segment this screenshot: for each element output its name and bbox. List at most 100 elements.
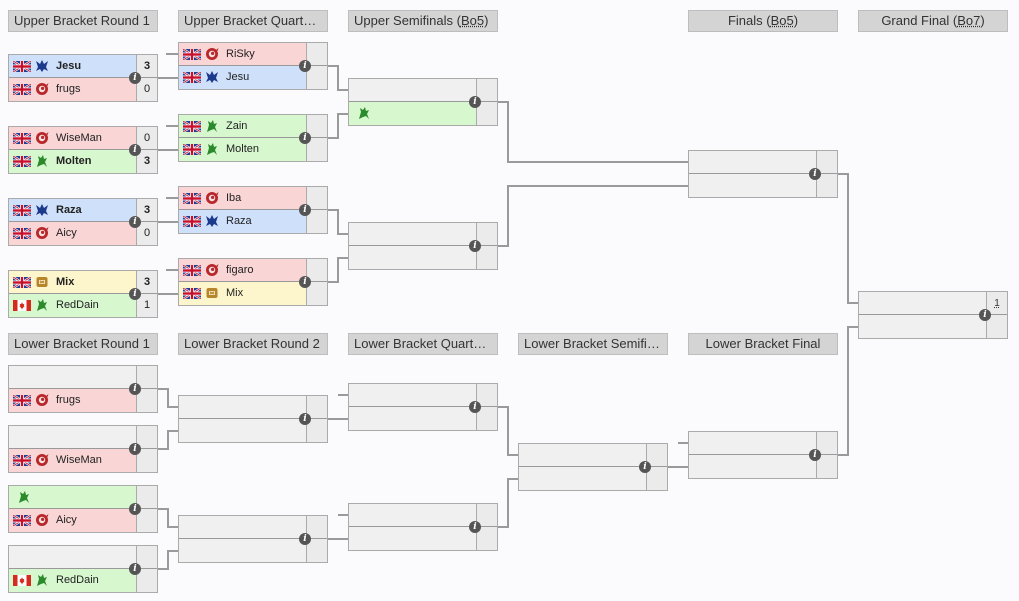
player-slot-empty[interactable] <box>519 444 646 467</box>
player-slot[interactable]: Jesu <box>9 55 136 78</box>
bracket-connector <box>328 209 338 211</box>
player-slot[interactable]: Raza <box>179 210 306 233</box>
info-icon[interactable]: i <box>299 276 311 288</box>
player-slot-empty[interactable] <box>179 539 306 562</box>
info-icon[interactable]: i <box>299 413 311 425</box>
player-slot-empty[interactable] <box>689 151 816 174</box>
bracket-connector <box>337 65 339 90</box>
player-slot[interactable]: Molten <box>179 138 306 161</box>
match-ub-r1-2: WiseMan 0 Molten 3 <box>8 126 158 174</box>
player-slot-empty[interactable] <box>859 292 986 315</box>
player-name[interactable]: Mix <box>56 276 75 288</box>
player-slot-empty[interactable] <box>9 546 136 569</box>
player-slot-empty[interactable] <box>179 396 306 419</box>
player-name[interactable]: figaro <box>226 264 254 276</box>
player-name[interactable]: Raza <box>226 215 252 227</box>
header-ub-semifinals-bo[interactable]: Bo5 <box>460 13 485 28</box>
header-grand-final-bo[interactable]: Bo7 <box>957 13 981 28</box>
info-icon[interactable]: i <box>299 204 311 216</box>
info-icon[interactable]: i <box>129 443 141 455</box>
player-name[interactable]: Zain <box>226 120 248 132</box>
player-slot-empty[interactable] <box>349 79 476 102</box>
player-slot[interactable]: Raza <box>9 199 136 222</box>
player-slot-empty[interactable] <box>689 174 816 197</box>
player-slot-empty[interactable] <box>519 467 646 490</box>
player-slot-empty[interactable] <box>689 432 816 455</box>
player-slot-empty[interactable] <box>9 426 136 449</box>
player-name[interactable]: Aicy <box>56 514 77 526</box>
header-ub-quarterfinals: Upper Bracket Quarterfinals <box>178 10 328 32</box>
player-slot[interactable]: RiSky <box>179 43 306 66</box>
player-slot-empty[interactable] <box>349 246 476 269</box>
info-icon[interactable]: i <box>809 168 821 180</box>
player-slot-empty[interactable] <box>9 366 136 389</box>
info-icon[interactable]: i <box>979 309 991 321</box>
player-name[interactable]: Molten <box>226 143 260 155</box>
player-slot[interactable]: figaro <box>179 259 306 282</box>
player-slot[interactable]: Mix <box>9 271 136 294</box>
player-name[interactable]: RedDain <box>56 299 99 311</box>
player-name[interactable]: Raza <box>56 204 82 216</box>
player-slot-empty[interactable] <box>349 504 476 527</box>
player-slot[interactable]: Mix <box>179 282 306 305</box>
info-icon[interactable]: i <box>129 563 141 575</box>
player-slot[interactable]: frugs <box>9 389 136 412</box>
player-slot-empty[interactable] <box>179 419 306 442</box>
info-icon[interactable]: i <box>469 240 481 252</box>
player-slot[interactable]: RedDain <box>9 569 136 592</box>
info-icon[interactable]: i <box>129 216 141 228</box>
player-name[interactable]: WiseMan <box>56 454 102 466</box>
grand-final-score-value[interactable]: 1 <box>994 298 1000 309</box>
uk-flag-icon <box>13 84 31 95</box>
player-name[interactable]: RiSky <box>226 48 255 60</box>
player-slot[interactable]: Iba <box>179 187 306 210</box>
player-slot-empty[interactable] <box>859 315 986 338</box>
bracket-connector <box>498 526 508 528</box>
info-icon[interactable]: i <box>639 461 651 473</box>
player-name[interactable]: frugs <box>56 394 81 406</box>
bracket-connector <box>498 406 508 408</box>
player-name[interactable]: Mix <box>226 287 244 299</box>
player-slot-empty[interactable] <box>349 223 476 246</box>
player-slot[interactable]: RedDain <box>9 294 136 317</box>
header-finals-bo[interactable]: Bo5 <box>770 13 794 28</box>
player-name[interactable]: Jesu <box>56 60 82 72</box>
info-icon[interactable]: i <box>469 96 481 108</box>
info-icon[interactable]: i <box>469 521 481 533</box>
info-icon[interactable]: i <box>129 288 141 300</box>
info-icon[interactable]: i <box>129 383 141 395</box>
info-icon[interactable]: i <box>299 132 311 144</box>
player-slot-empty[interactable] <box>689 455 816 478</box>
player-name[interactable]: Iba <box>226 192 242 204</box>
info-icon[interactable]: i <box>129 72 141 84</box>
player-slot[interactable]: Aicy <box>9 222 136 245</box>
player-name[interactable]: frugs <box>56 83 81 95</box>
player-slot[interactable]: Molten <box>9 150 136 173</box>
info-icon[interactable]: i <box>299 533 311 545</box>
player-slot[interactable]: Jesu <box>179 66 306 89</box>
player-name[interactable]: Aicy <box>56 227 77 239</box>
info-icon[interactable]: i <box>129 144 141 156</box>
info-icon[interactable]: i <box>299 60 311 72</box>
player-slot-empty[interactable] <box>349 527 476 550</box>
player-name[interactable]: Molten <box>56 155 92 167</box>
player-score-empty <box>476 79 497 102</box>
player-slot[interactable] <box>9 486 136 509</box>
player-slot-empty[interactable] <box>179 516 306 539</box>
player-name[interactable]: WiseMan <box>56 132 102 144</box>
info-icon[interactable]: i <box>469 401 481 413</box>
player-slot[interactable]: Aicy <box>9 509 136 532</box>
player-slot-empty[interactable] <box>349 384 476 407</box>
player-name[interactable]: RedDain <box>56 574 99 586</box>
player-slot-empty[interactable] <box>349 407 476 430</box>
player-slot[interactable] <box>349 102 476 125</box>
player-slot[interactable]: WiseMan <box>9 449 136 472</box>
info-icon[interactable]: i <box>809 449 821 461</box>
player-score-empty <box>816 174 837 197</box>
player-slot[interactable]: frugs <box>9 78 136 101</box>
info-icon[interactable]: i <box>129 503 141 515</box>
bracket-connector <box>328 281 338 283</box>
player-slot[interactable]: WiseMan <box>9 127 136 150</box>
player-slot[interactable]: Zain <box>179 115 306 138</box>
player-name[interactable]: Jesu <box>226 71 250 83</box>
